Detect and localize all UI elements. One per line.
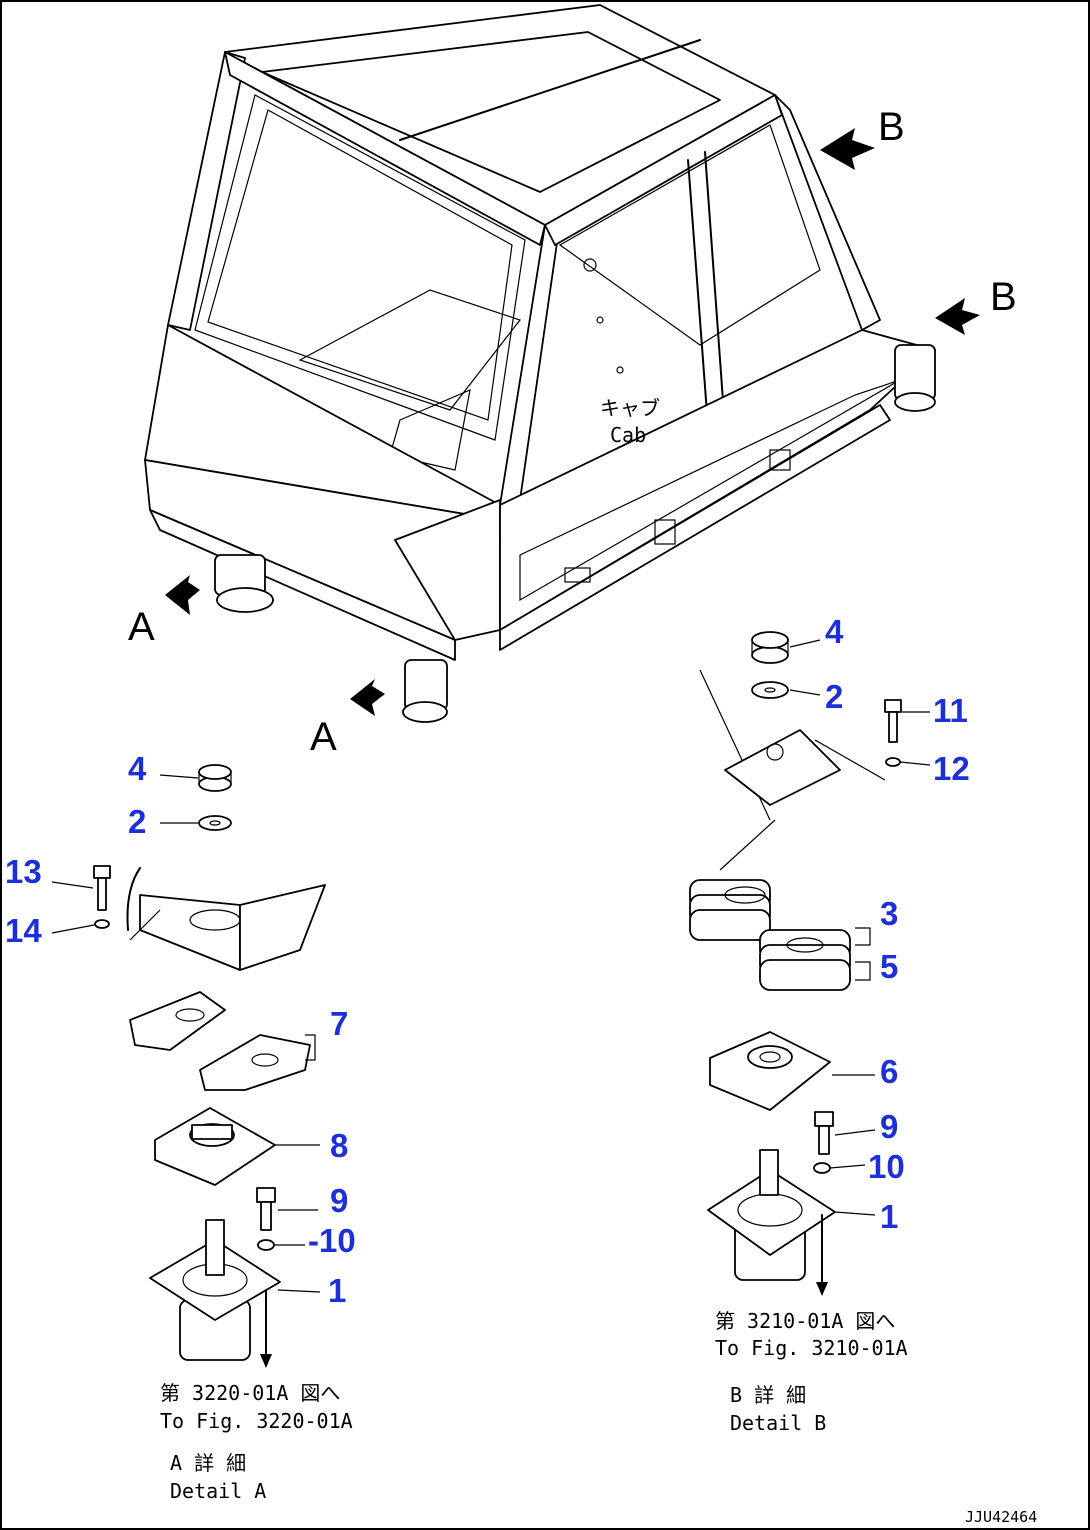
detail-a-title-en: Detail A xyxy=(170,1479,266,1503)
detail-a-ref-en: To Fig. 3220-01A xyxy=(160,1409,353,1433)
callout-b-1: 1 xyxy=(880,1198,898,1235)
view-arrow-a-bottom xyxy=(350,679,385,716)
callout-a-8: 8 xyxy=(330,1127,348,1164)
view-label-a-bottom: A xyxy=(310,715,337,759)
callout-b-9: 9 xyxy=(880,1108,898,1145)
callout-b-2: 2 xyxy=(825,678,843,715)
detail-b-ref-en: To Fig. 3210-01A xyxy=(715,1336,908,1360)
callout-a-4: 4 xyxy=(128,750,147,787)
detail-b-ref-jp: 第 3210-01A 図へ xyxy=(715,1309,895,1333)
callout-a-2: 2 xyxy=(128,803,146,840)
drawing-code: JJU42464 xyxy=(965,1508,1037,1526)
callout-b-4: 4 xyxy=(825,613,844,650)
cab-label-en: Cab xyxy=(610,423,646,447)
callout-a-1: 1 xyxy=(328,1272,346,1309)
detail-a-title-jp: A 詳 細 xyxy=(170,1451,246,1475)
view-arrow-b-top xyxy=(820,128,875,170)
view-label-a-left: A xyxy=(128,605,155,649)
cab-label-jp: キャブ xyxy=(600,396,660,420)
view-arrow-b-right xyxy=(935,298,980,335)
leaders-right xyxy=(789,639,931,1216)
view-arrow-a-left xyxy=(165,575,200,615)
view-label-b-right: B xyxy=(990,275,1017,319)
callout-a-14: 14 xyxy=(5,912,42,949)
callout-a-9: 9 xyxy=(330,1182,348,1219)
callout-b-10: 10 xyxy=(868,1148,905,1185)
callout-b-5: 5 xyxy=(880,948,898,985)
cab-assembly xyxy=(144,4,936,723)
detail-a-ref-jp: 第 3220-01A 図へ xyxy=(160,1381,340,1405)
callout-b-6: 6 xyxy=(880,1053,898,1090)
leaders-left xyxy=(51,774,321,1293)
callout-b-11: 11 xyxy=(933,692,968,729)
callout-a-13: 13 xyxy=(5,853,42,890)
callout-b-12: 12 xyxy=(933,750,970,787)
callout-a-7: 7 xyxy=(330,1005,348,1042)
detail-b-parts xyxy=(689,631,902,1296)
view-label-b-top: B xyxy=(878,105,905,149)
detail-b-title-jp: B 詳 細 xyxy=(730,1383,806,1407)
detail-b-title-en: Detail B xyxy=(730,1411,826,1435)
detail-a-parts xyxy=(93,764,326,1368)
callout-a-10: -10 xyxy=(308,1222,356,1259)
callout-b-3: 3 xyxy=(880,895,898,932)
